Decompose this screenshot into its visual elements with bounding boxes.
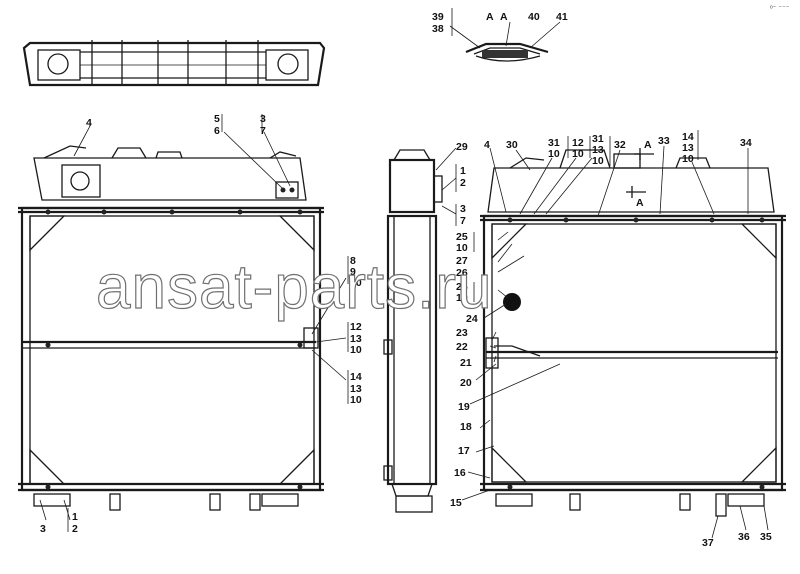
section-mark-a-top: A (644, 139, 652, 151)
section-mark-a-bottom: A (636, 197, 644, 209)
callout-3-bottom: 3 (40, 523, 46, 535)
callout-8: 8 (350, 255, 356, 267)
callout-16: 16 (454, 467, 466, 479)
callout-33: 33 (658, 135, 670, 147)
callout-32: 32 (614, 139, 626, 151)
callout-1-bottom: 1 (72, 511, 78, 523)
callout-12-left: 12 (350, 321, 362, 333)
callout-10-f: 10 (592, 155, 604, 167)
callout-35: 35 (760, 531, 772, 543)
callout-10-c: 10 (350, 394, 362, 406)
callout-4-right: 4 (484, 139, 490, 151)
callout-7-side: 7 (460, 215, 466, 227)
callout-30: 30 (506, 139, 518, 151)
top-plan-view (22, 40, 326, 87)
callout-10-e: 10 (572, 148, 584, 160)
callout-25-b: 25 (456, 281, 468, 293)
callout-9: 9 (350, 266, 356, 278)
callout-3-top: 3 (260, 113, 266, 125)
callout-14-right: 14 (682, 131, 694, 143)
callout-10-h: 10 (456, 242, 468, 254)
callout-5: 5 (214, 113, 220, 125)
section-label-a-2: A (500, 11, 508, 23)
callout-41: 41 (556, 11, 568, 23)
callout-31-a: 31 (548, 137, 560, 149)
callout-40: 40 (528, 11, 540, 23)
callout-15: 15 (450, 497, 462, 509)
callout-19: 19 (458, 401, 470, 413)
corner-mark: ᵒ⁻ ⁻⁻⁻ (770, 5, 790, 12)
callout-13-right-b: 13 (682, 142, 694, 154)
left-front-view (18, 145, 324, 511)
callout-18: 18 (460, 421, 472, 433)
right-rear-view (480, 148, 786, 517)
callout-13-right-a: 13 (592, 144, 604, 156)
callout-39: 39 (432, 11, 444, 23)
callout-22: 22 (456, 341, 468, 353)
callout-10-a: 10 (350, 277, 362, 289)
callout-10-d: 10 (548, 148, 560, 160)
callout-2-side: 2 (460, 177, 466, 189)
callout-12-right: 12 (572, 137, 584, 149)
callout-38: 38 (432, 23, 444, 35)
callout-25-a: 25 (456, 231, 468, 243)
callout-7-top: 7 (260, 125, 266, 137)
callout-29: 29 (456, 141, 468, 153)
callout-17: 17 (458, 445, 470, 457)
callout-13-left-b: 13 (350, 383, 362, 395)
callout-3-side: 3 (460, 203, 466, 215)
callout-23: 23 (456, 327, 468, 339)
callout-34: 34 (740, 137, 752, 149)
callout-1-side: 1 (460, 165, 466, 177)
side-view (383, 149, 443, 513)
callout-21: 21 (460, 357, 472, 369)
callout-20: 20 (460, 377, 472, 389)
callout-10-g: 10 (682, 153, 694, 165)
watermark: ansat-parts.ru (96, 253, 493, 322)
callout-24: 24 (466, 313, 478, 325)
callout-36: 36 (738, 531, 750, 543)
section-a-a-detail (449, 21, 561, 62)
callout-13-left-a: 13 (350, 333, 362, 345)
callout-4-left: 4 (86, 117, 92, 129)
callout-10-i: 10 (456, 292, 468, 304)
section-label-a-1: A (486, 11, 494, 23)
callout-14-left: 14 (350, 371, 362, 383)
callout-31-b: 31 (592, 133, 604, 145)
callout-26: 26 (456, 267, 468, 279)
callout-6: 6 (214, 125, 220, 137)
callout-37: 37 (702, 537, 714, 549)
callout-27: 27 (456, 255, 468, 267)
callout-2-bottom: 2 (72, 523, 78, 535)
callout-10-b: 10 (350, 344, 362, 356)
